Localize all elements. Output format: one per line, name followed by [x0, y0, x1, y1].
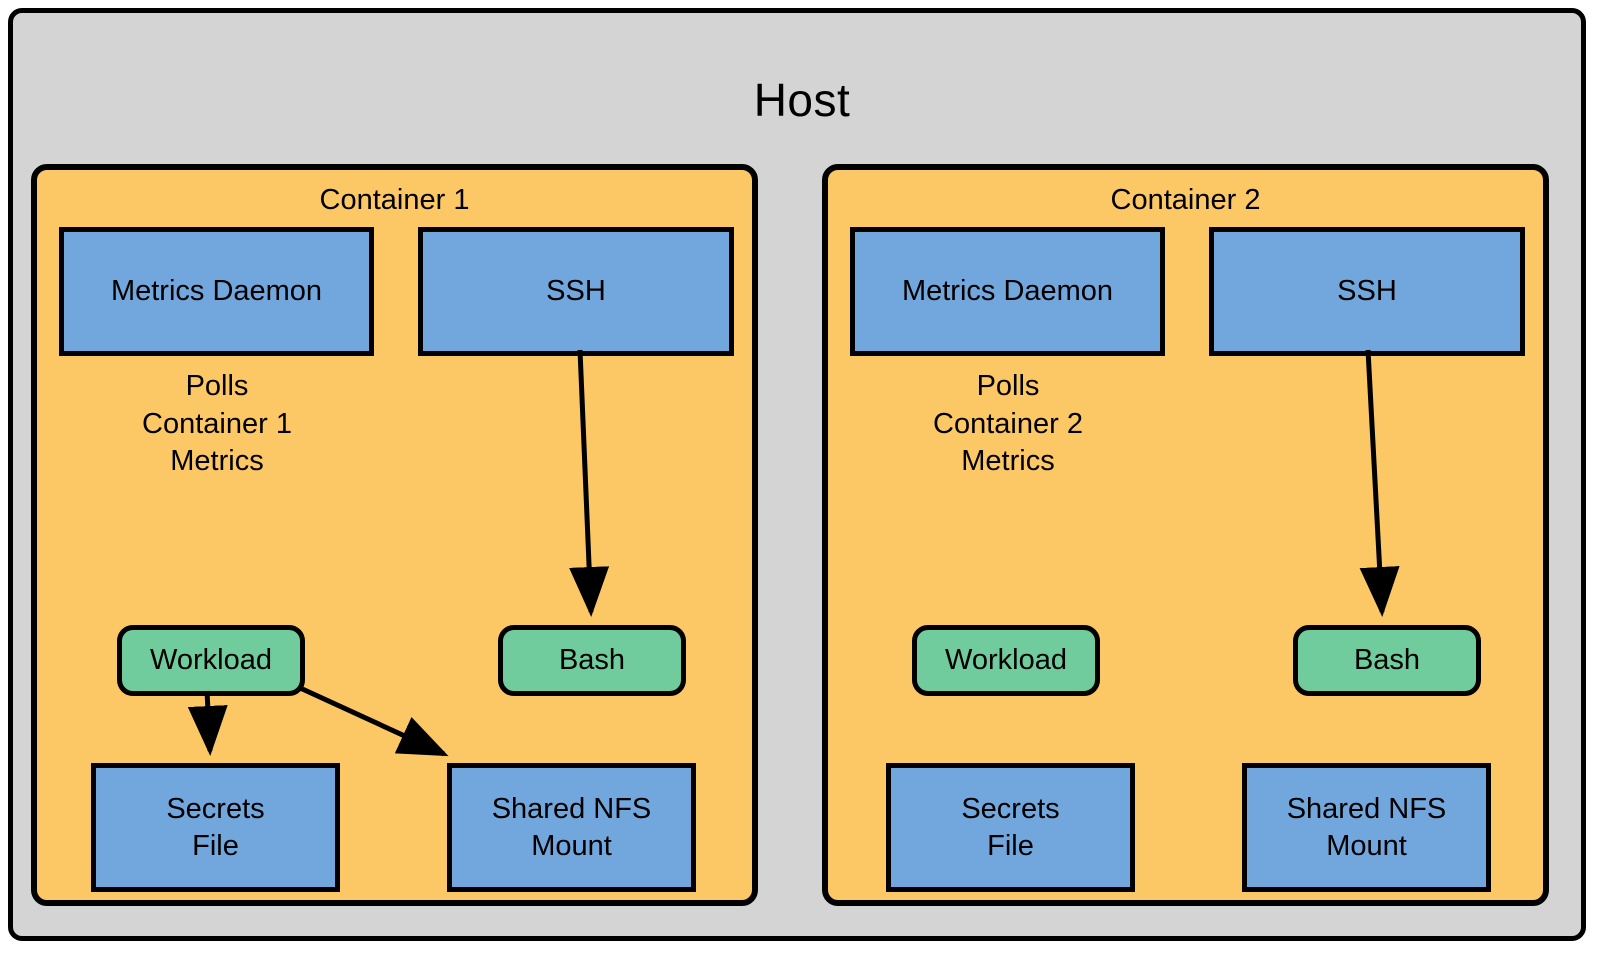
container-2-metrics-daemon-node[interactable]: Metrics Daemon — [850, 227, 1165, 356]
container-2-title: Container 2 — [1110, 184, 1261, 216]
container-2-shared-nfs-mount-node[interactable]: Shared NFS Mount — [1242, 763, 1491, 892]
container-1-workload-node[interactable]: Workload — [117, 625, 305, 696]
container-1-shared-nfs-mount-node[interactable]: Shared NFS Mount — [447, 763, 696, 892]
container-2-ssh-node[interactable]: SSH — [1209, 227, 1525, 356]
container-1-secrets-file-node[interactable]: Secrets File — [91, 763, 340, 892]
container-2-workload-node[interactable]: Workload — [912, 625, 1100, 696]
container-1-bash-node[interactable]: Bash — [498, 625, 686, 696]
container-1-metrics-daemon-node[interactable]: Metrics Daemon — [59, 227, 374, 356]
container-1-ssh-node[interactable]: SSH — [418, 227, 734, 356]
container-1-title: Container 1 — [319, 184, 470, 216]
host-title: Host — [753, 74, 851, 126]
container-1-boundary[interactable]: Container 1 Metrics Daemon SSH Polls Con… — [31, 164, 758, 906]
container-2-secrets-file-node[interactable]: Secrets File — [886, 763, 1135, 892]
container-1-polls-caption: Polls Container 1 Metrics — [142, 370, 292, 478]
container-2-boundary[interactable]: Container 2 Metrics Daemon SSH Polls Con… — [822, 164, 1549, 906]
container-2-polls-caption: Polls Container 2 Metrics — [933, 370, 1083, 478]
container-2-bash-node[interactable]: Bash — [1293, 625, 1481, 696]
